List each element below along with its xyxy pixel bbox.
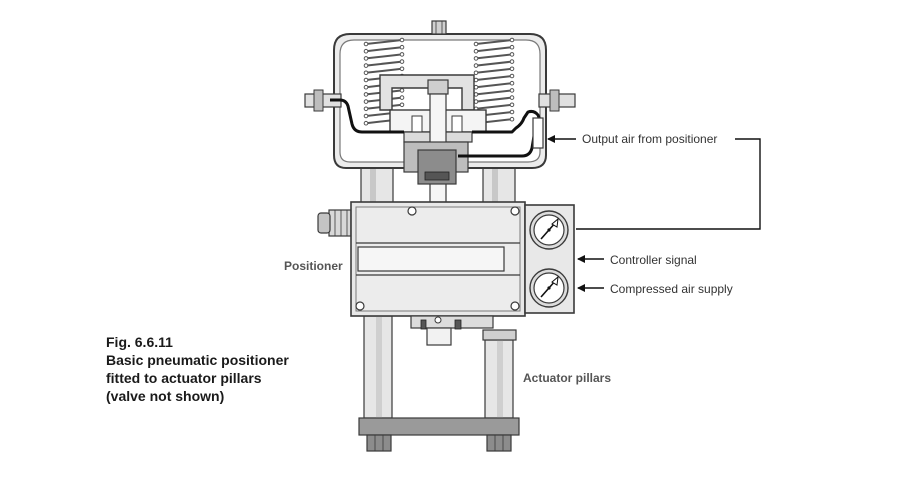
actuator-pillars-label: Actuator pillars [523,371,611,385]
spring-coil-end [363,48,369,54]
spring-coil-end [363,106,369,112]
spring-coil-end [399,95,405,100]
spring-coil-end [363,99,369,104]
spring-coil [365,46,403,53]
leader-lines [547,135,761,292]
spring-coil-end [363,56,369,61]
diaphragm-assembly [379,74,487,205]
output-air-port [532,117,544,149]
spring-coil-end [509,44,515,50]
spring-coil-end [509,52,515,57]
compressed-air-label: Compressed air supply [610,282,733,296]
spring-coil-end [363,92,369,97]
spring-coil-end [473,70,479,76]
spring-coil-end [509,109,515,115]
spring-coil-end [363,113,369,119]
spring-coil-end [363,41,369,47]
figure-caption: Fig. 6.6.11 Basic pneumatic positioner f… [106,333,289,405]
spring-coil-end [363,120,369,126]
spring-coil-end [363,77,369,83]
spring-coil-end [399,52,405,57]
spring-coil [475,96,513,103]
spring-coil-end [363,84,369,90]
spring-coil-end [509,59,515,64]
spring-coil-end [363,70,369,76]
spring-coil-end [473,92,479,97]
spring-coil-end [509,95,515,100]
spring-coil [475,60,513,67]
spring-coil-end [473,99,479,104]
spring-coil [365,60,403,67]
spring-coil [475,103,513,110]
spring-coil [475,82,513,89]
spring-coil-end [473,84,479,90]
spring-coil [365,39,403,45]
figure-caption-line: Basic pneumatic positioner [106,352,289,368]
spring-coil-end [509,66,515,72]
compressed-air-gauge [529,268,569,308]
spring-coil-end [399,37,405,43]
spring-coil-end [473,41,479,47]
spring-coil-end [399,66,405,72]
figure-caption-line: fitted to actuator pillars [106,370,262,386]
spring-coil-end [473,63,479,68]
spring-coil-end [473,48,479,54]
spring-coil-end [509,80,515,86]
spring-coil-end [509,73,515,79]
spring-coil-end [399,102,405,108]
controller-signal-gauge [529,210,569,250]
spring-coil-end [509,88,515,93]
spring-coil [475,75,513,81]
spring-coil-end [509,116,515,122]
output-air-label: Output air from positioner [582,132,717,146]
spring-coil [475,46,513,53]
spring-coil [475,39,513,45]
spring-coil [475,53,513,60]
spring-coil-end [399,44,405,50]
figure-caption-line: Fig. 6.6.11 [106,334,173,350]
spring-coil [475,67,513,74]
spring-coil-end [363,63,369,68]
spring-coil-end [399,88,405,93]
controller-signal-label: Controller signal [610,253,697,267]
spring-coil-end [509,102,515,108]
positioner-label: Positioner [284,259,343,273]
spring-coil-end [473,56,479,61]
spring-coil [475,89,513,96]
spring-coil-end [509,37,515,43]
spring-coil-end [399,59,405,64]
spring-coil [365,67,403,74]
feedback-linkage [410,315,494,346]
spring-coil [365,53,403,60]
spring-coil-end [473,77,479,83]
yoke-plate [358,417,520,452]
figure-caption-line: (valve not shown) [106,388,225,404]
